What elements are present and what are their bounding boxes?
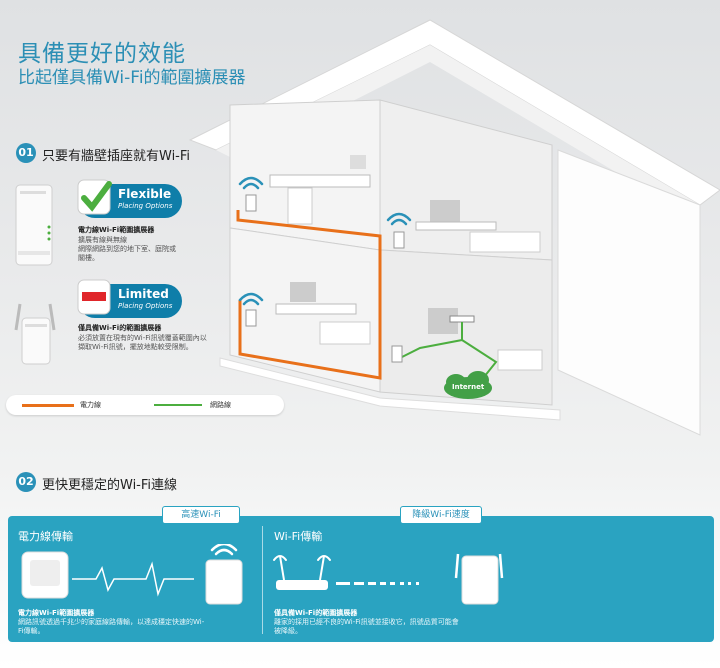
wifi-transmission-title: Wi-Fi傳輸 [274,530,323,543]
comparison-panel: 高速Wi-Fi 電力線傳輸 電力線Wi-Fi範圍擴展器 網路訊號透過千兆少的家庭… [8,506,714,642]
wifi-icon [238,176,412,306]
limited-bar-icon [77,279,111,315]
wifi-extender-image [10,300,60,368]
powerline-legend-label: 電力線 [80,401,101,409]
house-illustration [188,19,720,436]
section-heading-01: 只要有牆壁插座就有Wi-Fi [42,149,191,164]
high-speed-tag: 高速Wi-Fi [162,506,240,524]
limited-description: 必須放置在現有的Wi-Fi訊號覆蓋範圍內以 擷取Wi-Fi訊號，擺放地點較受限制… [78,334,207,351]
limited-product-name: 僅具備Wi-Fi的範圍擴展器 [78,324,162,332]
powerline-wire [236,210,382,380]
page-title: 具備更好的效能 [18,41,186,67]
powerline-transmission-title: 電力線傳輸 [18,530,73,543]
flexible-product-name: 電力線Wi-Fi範圍擴展器 [78,226,155,234]
network-cable-upper [399,322,463,359]
powerline-legend-line [22,404,74,407]
powerline-description: 網路訊號透過千兆少的家庭線路傳輸，以達成穩定快速的Wi- Fi傳輸。 [18,618,205,635]
section-number-02: 02 [16,472,36,492]
desk-shape [269,174,371,188]
network-legend-label: 網路線 [210,401,231,409]
internet-label: Internet [452,383,485,391]
flexible-badge: Flexible Placing Options [77,179,182,218]
powerline-product-name: 電力線Wi-Fi範圍擴展器 [18,609,95,617]
powerline-extender-image [10,183,58,269]
flexible-description: 擴展有線與無線 網際網路到您的地下室、庭院或 閣樓。 [78,236,176,262]
flexible-badge-title: Flexible [118,187,172,201]
check-icon [77,179,112,215]
router-shape [449,315,475,323]
degraded-speed-tag: 降級Wi-Fi速度 [400,506,482,524]
limited-badge: Limited Placing Options [77,279,182,318]
legend: 電力線 網路線 [6,395,284,415]
wifi-description: 離家的採用已經不良的Wi-Fi訊號並接收它，訊號品質可能會 被降級。 [274,618,459,635]
section-number-01: 01 [16,143,36,163]
panel-divider [262,526,263,634]
wifi-product-name: 僅具備Wi-Fi的範圍擴展器 [274,609,358,617]
wifi-transmission-diagram [273,553,504,605]
limited-badge-title: Limited [118,287,169,301]
internet-cloud-icon [444,371,492,399]
powerline-transmission-diagram [21,544,243,605]
network-legend-line [154,404,202,406]
section-heading-02: 更快更穩定的Wi-Fi連線 [42,478,178,493]
page-subtitle: 比起僅具備Wi-Fi的範圍擴展器 [18,68,246,88]
limited-badge-subtitle: Placing Options [118,302,173,310]
flexible-badge-subtitle: Placing Options [118,202,173,210]
